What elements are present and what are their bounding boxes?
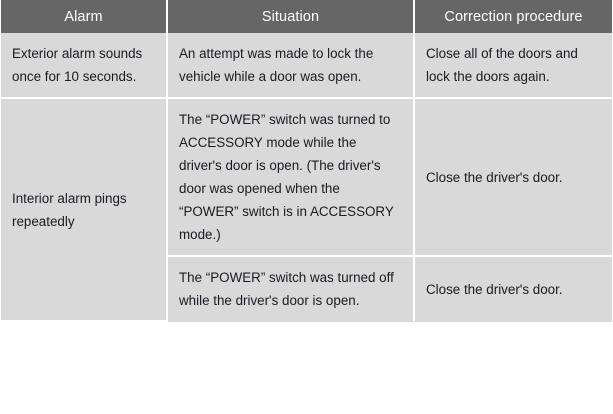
table-header-row: Alarm Situation Correction procedure bbox=[1, 0, 612, 33]
cell-text: The “POWER” switch was turned off while … bbox=[179, 270, 394, 309]
cell-correction-accessory: Close the driver's door. bbox=[414, 98, 612, 258]
table-row: Interior alarm pings repeatedly The “POW… bbox=[1, 98, 612, 323]
cell-text: Close the driver's door. bbox=[426, 281, 563, 297]
column-header-correction-procedure: Correction procedure bbox=[414, 0, 612, 33]
table-row: The “POWER” switch was turned off while … bbox=[1, 256, 612, 322]
cell-alarm-exterior: Exterior alarm sounds once for 10 second… bbox=[1, 33, 168, 100]
cell-correction-power-off: Close the driver's door. bbox=[414, 256, 612, 322]
cell-text: The “POWER” switch was turned to ACCESSO… bbox=[179, 112, 394, 243]
table-row: Exterior alarm sounds once for 10 second… bbox=[1, 33, 612, 100]
column-header-situation: Situation bbox=[167, 0, 415, 33]
cell-text: Interior alarm pings repeatedly bbox=[12, 190, 127, 229]
cell-text: Close all of the doors and lock the door… bbox=[426, 46, 578, 85]
cell-situation-power-off: The “POWER” switch was turned off while … bbox=[167, 256, 415, 322]
table-body: Exterior alarm sounds once for 10 second… bbox=[1, 33, 612, 323]
cell-situation-accessory: The “POWER” switch was turned to ACCESSO… bbox=[167, 98, 415, 258]
cell-situation-exterior: An attempt was made to lock the vehicle … bbox=[167, 33, 415, 100]
cell-correction-exterior: Close all of the doors and lock the door… bbox=[414, 33, 612, 100]
cell-alarm-interior-merged: Interior alarm pings repeatedly bbox=[1, 98, 168, 323]
cell-text: Exterior alarm sounds once for 10 second… bbox=[12, 46, 143, 85]
alarm-situation-correction-table: Alarm Situation Correction procedure Ext… bbox=[1, 0, 612, 323]
cell-text: Close the driver's door. bbox=[426, 169, 563, 185]
column-header-alarm: Alarm bbox=[1, 0, 168, 33]
cell-text: An attempt was made to lock the vehicle … bbox=[179, 46, 374, 85]
table-header: Alarm Situation Correction procedure bbox=[1, 0, 612, 33]
